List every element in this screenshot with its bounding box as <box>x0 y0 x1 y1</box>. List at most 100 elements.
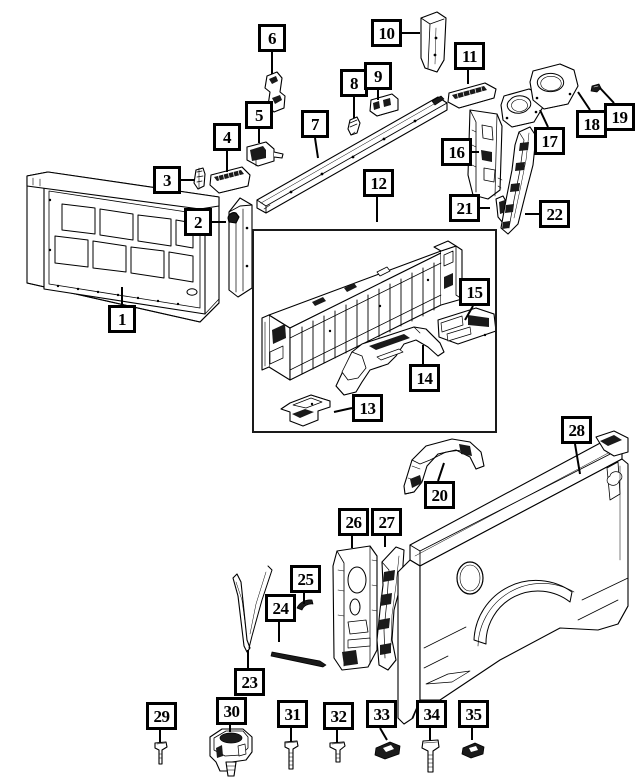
callout-label: 11 <box>461 46 478 66</box>
leader-15 <box>464 305 474 321</box>
callout-26[interactable]: 26 <box>338 508 369 536</box>
callout-label: 10 <box>378 23 396 43</box>
callout-15[interactable]: 15 <box>459 278 490 306</box>
callout-14[interactable]: 14 <box>409 364 440 392</box>
callout-32[interactable]: 32 <box>323 702 354 730</box>
leader-18 <box>577 91 591 111</box>
callout-6[interactable]: 6 <box>258 24 286 52</box>
callout-label: 35 <box>465 704 483 724</box>
callout-label: 6 <box>268 28 277 48</box>
part-retainer-nut <box>590 83 602 93</box>
callout-13[interactable]: 13 <box>352 394 383 422</box>
callout-10[interactable]: 10 <box>371 19 402 47</box>
callout-label: 15 <box>466 282 484 302</box>
part-crossmember-support <box>335 326 445 396</box>
part-latch-striker-assembly <box>209 728 253 777</box>
callout-label: 20 <box>431 485 449 505</box>
callout-label: 1 <box>118 309 127 329</box>
callout-label: 27 <box>378 512 396 532</box>
part-tailgate-panel <box>26 171 220 323</box>
callout-24[interactable]: 24 <box>265 594 296 622</box>
callout-33[interactable]: 33 <box>366 700 397 728</box>
callout-label: 17 <box>541 131 559 151</box>
callout-label: 16 <box>448 142 466 162</box>
part-corner-reinforcement <box>420 11 447 73</box>
callout-label: 22 <box>546 204 564 224</box>
callout-label: 23 <box>241 672 259 692</box>
callout-9[interactable]: 9 <box>364 62 392 90</box>
callout-label: 33 <box>373 704 391 724</box>
callout-label: 32 <box>330 706 348 726</box>
leader-19 <box>599 87 615 104</box>
leader-13 <box>333 407 353 413</box>
callout-28[interactable]: 28 <box>561 416 592 444</box>
callout-35[interactable]: 35 <box>458 700 489 728</box>
part-bed-front-panel <box>261 240 463 381</box>
callout-3[interactable]: 3 <box>153 166 181 194</box>
part-inner-panel-brace <box>332 545 378 671</box>
callout-19[interactable]: 19 <box>604 103 635 131</box>
callout-label: 26 <box>345 512 363 532</box>
part-small-clip <box>193 167 206 190</box>
callout-label: 7 <box>311 114 320 134</box>
callout-25[interactable]: 25 <box>290 565 321 593</box>
part-tailgate-hinge-bracket <box>227 197 253 298</box>
leader-17 <box>539 109 549 128</box>
part-lamp-housing-right <box>529 63 579 110</box>
callout-16[interactable]: 16 <box>441 138 472 166</box>
callout-label: 30 <box>223 701 241 721</box>
callout-label: 34 <box>423 704 441 724</box>
callout-30[interactable]: 30 <box>216 697 247 725</box>
callout-label: 8 <box>350 73 359 93</box>
callout-label: 13 <box>359 398 377 418</box>
callout-27[interactable]: 27 <box>371 508 402 536</box>
part-screw-small <box>154 741 168 765</box>
callout-label: 14 <box>416 368 434 388</box>
callout-12[interactable]: 12 <box>363 169 394 197</box>
callout-1[interactable]: 1 <box>108 305 136 333</box>
callout-4[interactable]: 4 <box>213 123 241 151</box>
part-rail-bracket <box>369 93 399 117</box>
callout-17[interactable]: 17 <box>534 127 565 155</box>
part-floor-mount-bracket <box>280 394 331 427</box>
callout-8[interactable]: 8 <box>340 69 368 97</box>
callout-label: 5 <box>255 105 264 125</box>
part-latch-housing <box>246 141 284 167</box>
callout-31[interactable]: 31 <box>277 700 308 728</box>
callout-5[interactable]: 5 <box>245 101 273 129</box>
leader-28 <box>574 443 581 475</box>
part-bolt-large <box>421 739 440 773</box>
part-rear-pillar-reinforcement <box>500 126 537 235</box>
callout-label: 29 <box>153 706 171 726</box>
callout-label: 18 <box>583 114 601 134</box>
callout-29[interactable]: 29 <box>146 702 177 730</box>
leader-20 <box>437 462 445 482</box>
callout-label: 9 <box>374 66 383 86</box>
callout-11[interactable]: 11 <box>454 42 485 70</box>
part-v-seal-strip <box>232 565 273 653</box>
leader-7 <box>314 137 319 159</box>
callout-label: 12 <box>370 173 388 193</box>
part-weatherstrip-rod <box>270 651 327 668</box>
callout-21[interactable]: 21 <box>449 194 480 222</box>
part-bed-rail-molding <box>256 95 448 214</box>
callout-20[interactable]: 20 <box>424 481 455 509</box>
part-striker-plate <box>209 166 251 194</box>
callout-22[interactable]: 22 <box>539 200 570 228</box>
callout-label: 3 <box>163 170 172 190</box>
callout-7[interactable]: 7 <box>301 110 329 138</box>
callout-label: 4 <box>223 127 232 147</box>
callout-18[interactable]: 18 <box>576 110 607 138</box>
part-u-nut-clip <box>374 741 401 760</box>
part-rail-clip <box>347 116 361 136</box>
part-reinforcement-plate <box>437 307 497 345</box>
part-wheelhouse-extension <box>403 438 485 495</box>
part-curved-clip <box>296 599 314 611</box>
callout-34[interactable]: 34 <box>416 700 447 728</box>
callout-label: 25 <box>297 569 315 589</box>
callout-2[interactable]: 2 <box>184 208 212 236</box>
part-inner-pillar-panel <box>467 109 503 200</box>
callout-23[interactable]: 23 <box>234 668 265 696</box>
part-u-nut-clip-small <box>461 742 485 759</box>
